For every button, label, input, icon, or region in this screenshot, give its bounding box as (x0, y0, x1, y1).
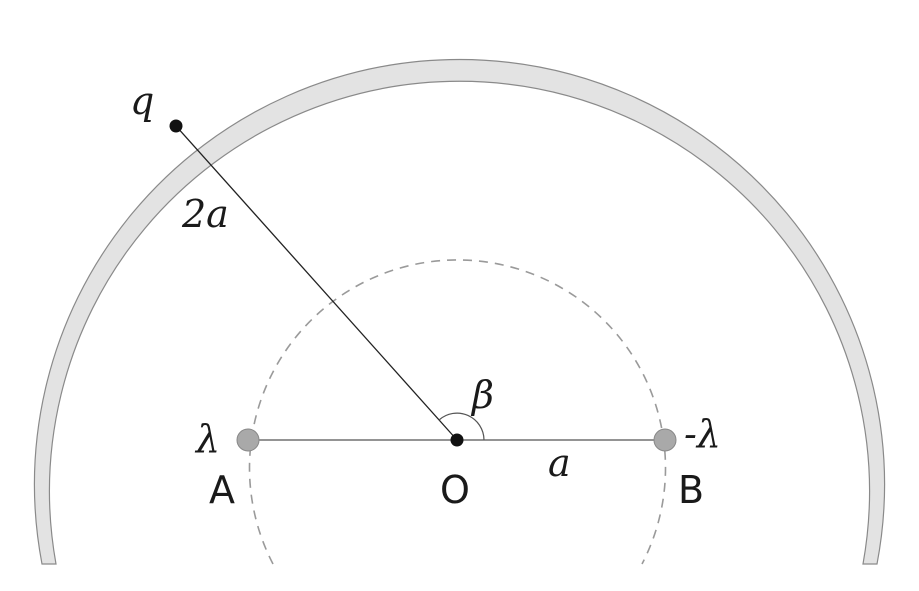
inner-dashed-circle (248, 259, 667, 565)
label-point-o: O (440, 468, 470, 512)
radius-line-o-q (175, 125, 458, 441)
angle-beta-arc (438, 412, 485, 441)
label-lambda-negative: -λ (684, 412, 721, 456)
line-charge-b-dot (653, 428, 677, 452)
label-beta: β (470, 373, 494, 417)
label-inner-radius: a (548, 441, 571, 485)
label-lambda-positive: λ (194, 417, 220, 461)
line-charge-a-dot (236, 428, 260, 452)
outer-shell (33, 58, 886, 565)
label-outer-radius: 2a (181, 192, 229, 236)
label-point-a: A (209, 468, 235, 512)
outer-shell-ring (33, 58, 886, 565)
center-o-dot (450, 433, 464, 447)
charge-q-dot (169, 119, 183, 133)
label-q: q (130, 79, 154, 123)
label-point-b: B (678, 468, 704, 512)
